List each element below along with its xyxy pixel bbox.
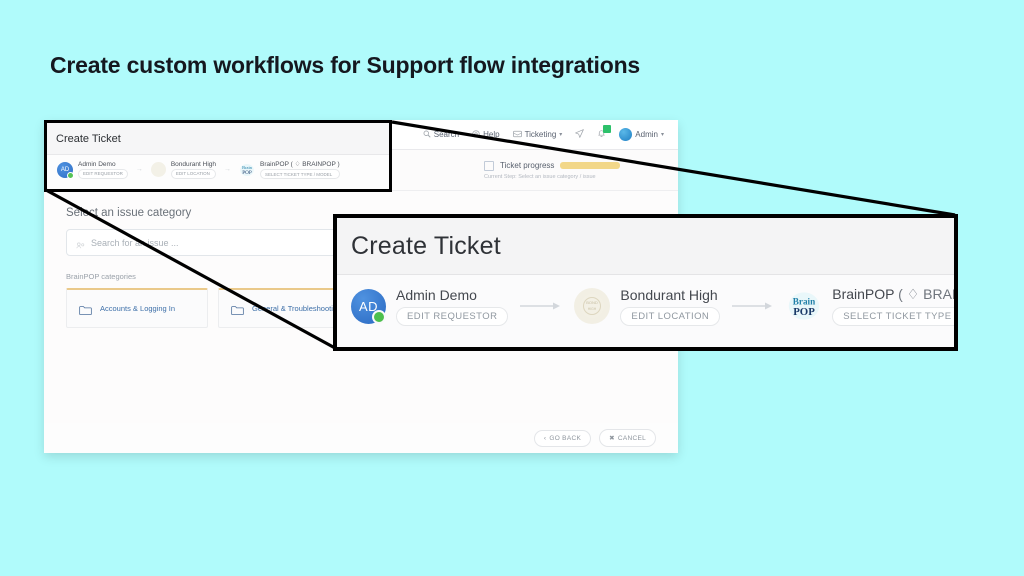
ticket-progress-substep: Current Step: Select an issue category /… xyxy=(484,173,596,180)
close-icon: ✖ xyxy=(609,435,615,442)
initials-avatar: AD xyxy=(351,288,386,324)
nav-account-menu[interactable]: Admin ▾ xyxy=(619,128,664,141)
cancel-button[interactable]: ✖ CANCEL xyxy=(599,429,656,447)
nav-send[interactable] xyxy=(575,129,585,140)
source-step-location[interactable]: Bondurant High EDIT LOCATION xyxy=(150,160,217,179)
lifebuoy-icon xyxy=(472,129,480,140)
source-step-action[interactable]: EDIT REQUESTOR xyxy=(78,168,128,179)
svg-text:POP: POP xyxy=(793,306,815,318)
folder-icon xyxy=(231,303,244,315)
notification-badge xyxy=(603,125,612,133)
school-crest-icon: BOND HIGH xyxy=(574,288,611,324)
nav-search-label: Search xyxy=(433,130,460,139)
step-requestor-name: Admin Demo xyxy=(396,286,477,303)
source-step-name: BrainPOP ( ♢ BRAINPOP ) xyxy=(260,161,340,168)
nav-ticketing[interactable]: Ticketing ▾ xyxy=(512,130,563,140)
nav-search[interactable]: Search xyxy=(423,130,459,140)
issue-search-placeholder: Search for an issue ... xyxy=(91,237,179,248)
ticket-progress-block: Ticket progress Current Step: Select an … xyxy=(484,160,621,180)
ticket-progress-label: Ticket progress xyxy=(500,161,555,170)
arrow-right-icon xyxy=(520,301,562,311)
go-back-button[interactable]: ‹ GO BACK xyxy=(533,429,592,447)
initials-avatar: AD xyxy=(57,161,74,179)
page-title: Create custom workflows for Support flow… xyxy=(50,52,641,78)
avatar-initials: AD xyxy=(358,298,379,314)
app-footer: ‹ GO BACK ✖ CANCEL xyxy=(44,423,678,453)
source-step-name: Admin Demo xyxy=(78,160,116,168)
magnified-header: Create Ticket xyxy=(337,218,954,275)
source-callout-title: Create Ticket xyxy=(56,132,121,145)
ticket-progress-bar xyxy=(560,162,621,169)
nav-help[interactable]: Help xyxy=(472,129,500,140)
source-step-action[interactable]: SELECT TICKET TYPE / MODEL xyxy=(260,169,340,179)
svg-text:BOND: BOND xyxy=(587,300,599,305)
magnified-title: Create Ticket xyxy=(351,231,501,260)
brand-name: BrainPOP xyxy=(832,286,895,302)
svg-text:HIGH: HIGH xyxy=(588,307,597,311)
chevron-down-icon: ▾ xyxy=(559,132,563,138)
step-requestor[interactable]: AD Admin Demo EDIT REQUESTOR xyxy=(351,286,509,326)
source-step-name: Bondurant High xyxy=(170,160,217,168)
arrow-right-icon xyxy=(732,301,774,311)
edit-requestor-button[interactable]: EDIT REQUESTOR xyxy=(396,306,509,326)
source-step-action[interactable]: EDIT LOCATION xyxy=(170,168,217,179)
step-ticket-type-name: BrainPOP ( ♢ BRAINPOP ) xyxy=(832,286,956,303)
online-status-dot xyxy=(67,171,74,179)
user-avatar-icon xyxy=(619,128,633,141)
source-callout-header: Create Ticket xyxy=(47,123,389,155)
step-ticket-type[interactable]: BrainPOP BrainPOP ( ♢ BRAINPOP ) SELECT … xyxy=(786,286,956,326)
source-callout-steps: AD Admin Demo EDIT REQUESTOR → Bondurant… xyxy=(47,155,389,179)
category-card[interactable]: Accounts & Logging In xyxy=(66,288,208,328)
category-label: General & Troubleshooting xyxy=(252,303,342,313)
select-ticket-type-button[interactable]: SELECT TICKET TYPE / MODEL xyxy=(832,307,954,326)
svg-text:Brain: Brain xyxy=(793,296,815,306)
arrow-right-icon: → xyxy=(224,166,232,173)
source-callout-region: Create Ticket AD Admin Demo EDIT REQUEST… xyxy=(44,120,392,192)
nav-account-label: Admin xyxy=(635,130,658,139)
clipboard-icon xyxy=(484,160,494,171)
source-step-requestor[interactable]: AD Admin Demo EDIT REQUESTOR xyxy=(57,161,128,179)
go-back-label: GO BACK xyxy=(549,434,582,442)
edit-location-button[interactable]: EDIT LOCATION xyxy=(620,306,721,326)
brand-tag: ( ♢ BRAINPOP ) xyxy=(898,286,956,302)
magnified-callout: Create Ticket AD Admin Demo EDIT REQUEST… xyxy=(333,214,958,351)
folder-icon xyxy=(79,303,92,315)
arrow-right-icon: → xyxy=(135,166,143,173)
paper-plane-icon xyxy=(575,129,585,140)
school-crest-icon xyxy=(150,162,166,177)
nav-notifications[interactable] xyxy=(597,125,612,140)
ticket-stepper: AD Admin Demo EDIT REQUESTOR BOND HIGH Bo… xyxy=(337,275,954,326)
online-status-dot xyxy=(372,309,386,324)
nav-ticketing-label: Ticketing xyxy=(524,130,557,139)
search-icon xyxy=(423,130,431,140)
chevron-down-icon: ▾ xyxy=(660,132,664,138)
step-location-name: Bondurant High xyxy=(620,286,718,303)
nav-help-label: Help xyxy=(483,130,500,139)
svg-text:Brain: Brain xyxy=(242,165,253,170)
issue-search-icon xyxy=(76,238,85,249)
step-location[interactable]: BOND HIGH Bondurant High EDIT LOCATION xyxy=(574,286,721,326)
chevron-left-icon: ‹ xyxy=(543,434,547,442)
inbox-icon xyxy=(512,130,522,140)
category-label: Accounts & Logging In xyxy=(100,303,176,313)
cancel-label: CANCEL xyxy=(617,434,646,442)
svg-text:POP: POP xyxy=(242,170,252,176)
avatar-initials: AD xyxy=(60,166,70,173)
